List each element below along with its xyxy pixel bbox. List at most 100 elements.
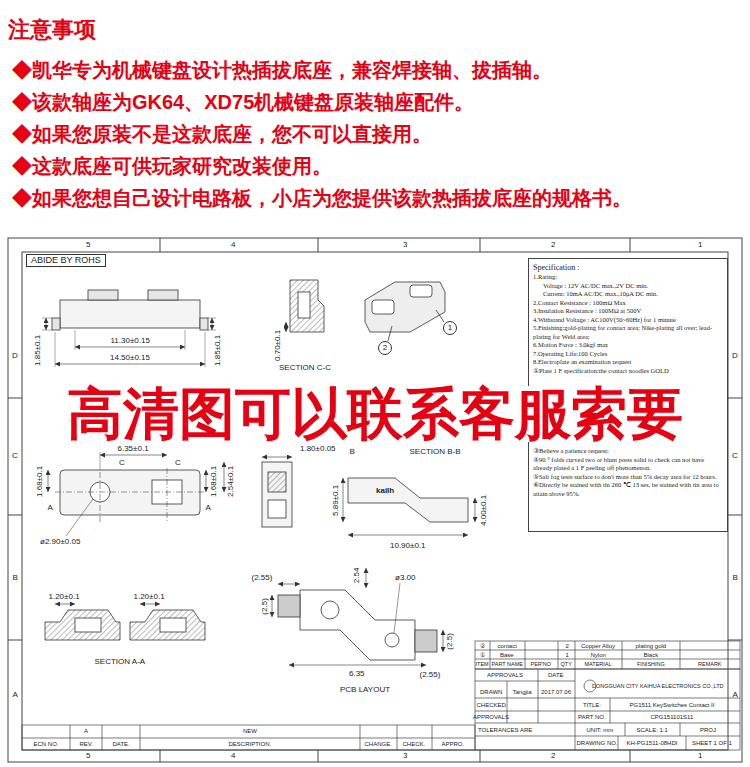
part-number: CPG151101S11 <box>651 714 694 721</box>
title-block <box>475 650 740 651</box>
dimension-text: 1.20±0.1 <box>134 593 165 602</box>
spec-line: ⑥Directly be stained with tin 260 ℃ 13 s… <box>533 481 723 498</box>
revision-header: DATE. <box>113 741 130 748</box>
title-block <box>538 669 539 723</box>
dimension-text: (2.55) <box>420 671 441 680</box>
zone-letter: A <box>733 691 738 700</box>
pcb-layout <box>321 601 339 619</box>
table-cell: 2 <box>566 643 569 650</box>
dimension-line <box>55 604 75 605</box>
pcb-layout <box>385 633 399 647</box>
spec-line: ③Believe a patience request: <box>533 447 723 456</box>
view-title: SECTION A-A <box>95 658 146 667</box>
table-cell: CHECKED <box>477 702 506 709</box>
table-cell: plating gold <box>636 643 667 650</box>
title-block <box>525 641 526 669</box>
section-c-c <box>290 280 324 332</box>
dimension-line <box>366 568 367 588</box>
drawing-title: PG1511 KeySwitches Contact II <box>630 702 715 709</box>
zone-number: 4 <box>231 752 235 761</box>
title-block <box>397 725 398 750</box>
extension-line <box>55 332 56 367</box>
spec-line: ④90 ° folds curved two or blunt press so… <box>533 456 723 473</box>
table-cell: DRAWING NO. <box>577 740 618 747</box>
table-cell: Base <box>500 652 514 659</box>
sheet-frame <box>8 238 742 762</box>
side-view <box>268 500 286 518</box>
isometric-view <box>410 285 432 297</box>
title-block <box>22 641 740 750</box>
dimension-line <box>443 630 444 652</box>
title-block <box>360 725 361 750</box>
rohs-box: ABIDE BY ROHS <box>26 254 106 267</box>
table-cell: ② <box>480 643 485 650</box>
title-block <box>475 723 740 724</box>
table-header: QTY <box>561 661 572 667</box>
dimension-text: 2.54 <box>353 567 362 583</box>
notice-bullet: ◆如果您想自己设计电路板，小店为您提供该款热插拔底座的规格书。 <box>12 187 632 209</box>
extension-line <box>42 330 52 331</box>
section-a-a <box>45 610 120 640</box>
title-block <box>475 659 740 660</box>
table-cell: KH-PG1511-08HDI <box>627 740 678 747</box>
dimension-line <box>75 347 185 348</box>
table-cell: contact <box>498 643 517 650</box>
revision-header: REV. <box>80 741 93 748</box>
sheet-frame <box>728 398 742 399</box>
zone-letter: D <box>732 352 738 361</box>
side-view <box>262 462 292 527</box>
notice-bullet: ◆这款底座可供玩家研究改装使用。 <box>12 155 332 177</box>
title-block <box>575 669 576 750</box>
zone-number: 2 <box>551 241 555 250</box>
dimension-text: 1.85±0.1 <box>214 334 223 365</box>
spec-line: 3.Insulation Resistance : 100MΩ at 500V <box>533 307 723 316</box>
sheet-frame <box>8 515 22 516</box>
spec-heading: Specification : <box>533 262 723 273</box>
table-cell: APPROVALS <box>487 672 523 679</box>
pcb-layout <box>415 630 437 652</box>
section-a-a <box>75 618 101 632</box>
section-mark: C <box>119 459 125 468</box>
extension-line <box>205 332 206 367</box>
zone-number: 3 <box>403 241 407 250</box>
zone-letter: A <box>13 691 18 700</box>
zone-letter: C <box>732 452 738 461</box>
section-mark: C <box>175 459 181 468</box>
dimension-line <box>272 595 273 617</box>
box-label: ABIDE BY ROHS <box>31 255 101 266</box>
sheet-frame <box>630 750 631 762</box>
zone-letter: D <box>12 352 18 361</box>
title-block <box>140 725 141 750</box>
dimension-line <box>48 470 49 492</box>
dimension-line <box>140 604 160 605</box>
title-block <box>475 681 575 682</box>
dimension-line <box>348 535 468 536</box>
table-cell: Nylon <box>591 652 606 659</box>
brand-mark: kailh <box>376 487 394 496</box>
title-block <box>475 698 740 699</box>
dimension-text: 5.89±0.1 <box>332 484 341 515</box>
front-view <box>148 290 178 300</box>
spec-line: 2.Contact Resistance : 100mΩ Max <box>533 299 723 308</box>
front-view <box>60 300 200 328</box>
pcb-layout <box>278 583 437 660</box>
revision-cell: A <box>84 728 88 735</box>
dimension-line <box>278 584 300 585</box>
front-view <box>200 318 208 330</box>
title-block <box>618 736 619 750</box>
notice-bullet: ◆该款轴座为GK64、XD75机械键盘原装轴座配件。 <box>12 91 474 113</box>
title-block <box>610 698 611 723</box>
zone-letter: B <box>733 574 738 583</box>
isometric-view <box>388 326 392 341</box>
isometric-view <box>372 300 394 314</box>
side-view <box>262 462 292 527</box>
title-block <box>622 641 623 669</box>
pcb-layout <box>394 583 400 633</box>
dimension-text: 1.20±0.1 <box>49 593 80 602</box>
revision-header: DESCRIPTION. <box>229 741 272 748</box>
spec-group: Specification :1.Rating:Voltage : 12V AC… <box>533 262 723 375</box>
sheet-frame <box>8 640 22 641</box>
notice-bullet: ◆如果您原装不是这款底座，您不可以直接用。 <box>12 123 432 145</box>
table-cell: UNIT: mm <box>587 727 614 734</box>
